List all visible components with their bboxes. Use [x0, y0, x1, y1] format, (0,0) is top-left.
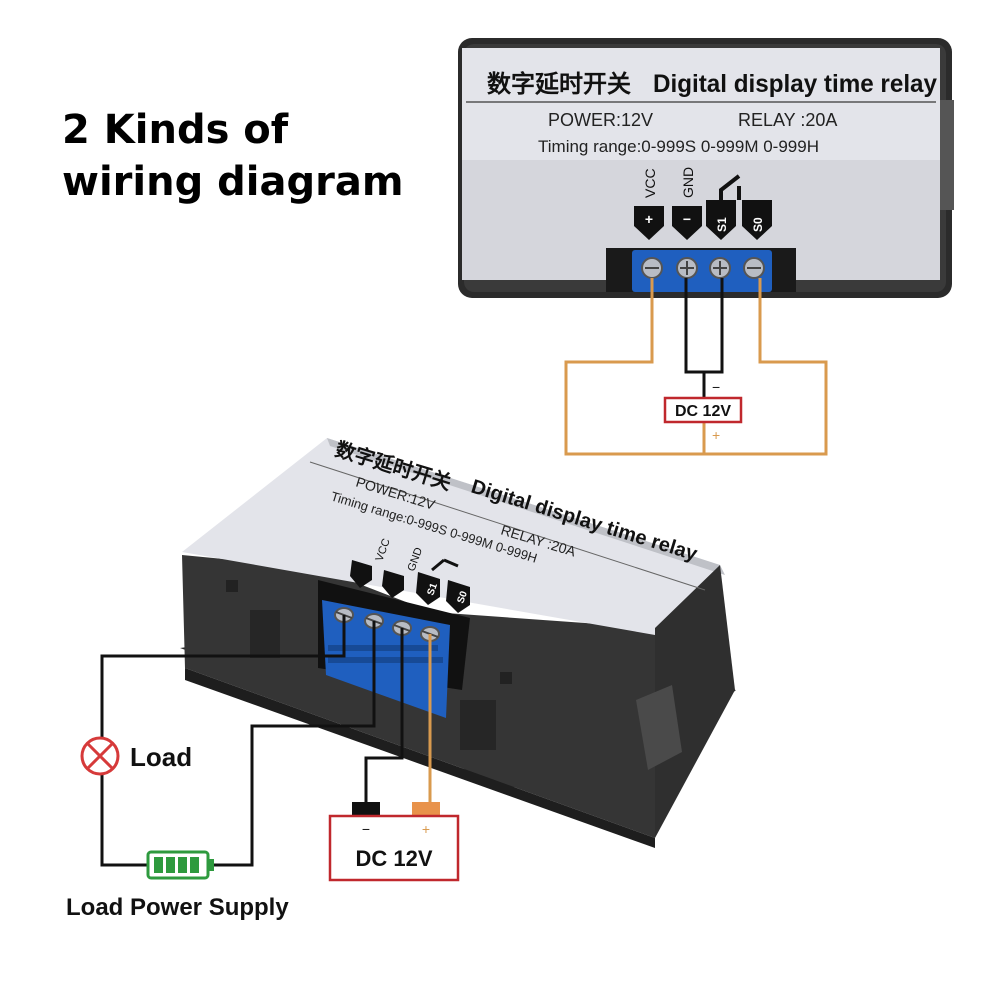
top-relay-spec: RELAY :20A: [738, 110, 837, 130]
top-pin-gnd-marker: [672, 206, 702, 240]
top-wiring: − + DC 12V: [564, 278, 828, 456]
load-power-supply-label: Load Power Supply: [66, 894, 289, 921]
supply-positive-terminal: [412, 802, 440, 816]
headline: 2 Kinds of wiring diagram: [62, 104, 442, 208]
top-supply-label: DC 12V: [675, 403, 731, 420]
bottom-module-side: [655, 565, 735, 838]
bottom-minus-sign: −: [362, 821, 370, 837]
top-pin-s1-marker: [706, 200, 736, 240]
bottom-pin-s0-label: S0: [455, 589, 470, 605]
top-pin-s0: S0: [742, 200, 772, 240]
svg-text:+: +: [645, 211, 653, 227]
bottom-wiring: Load Load Power Supply − + DC 12V: [66, 615, 460, 921]
bottom-vent-right: [460, 700, 496, 750]
top-power-spec: POWER:12V: [548, 110, 653, 130]
bottom-vent-left: [250, 610, 280, 658]
bottom-pin-s1-marker: [416, 572, 440, 605]
top-plus-sign: +: [712, 427, 720, 443]
top-terminal-block: [632, 250, 772, 292]
top-pin-s0-marker: [742, 200, 772, 240]
bottom-pin-vcc-marker: [350, 560, 372, 588]
bottom-supply-label: DC 12V: [355, 846, 432, 871]
svg-text:−: −: [683, 211, 691, 227]
load-label: Load: [130, 742, 192, 772]
top-supply-box: [663, 396, 743, 424]
headline-line-1: 2 Kinds of: [62, 107, 289, 153]
supply-negative-terminal: [352, 802, 380, 816]
top-pin-s1-label: S1: [715, 217, 729, 232]
top-pin-gnd-label: GND: [680, 167, 696, 198]
bottom-supply-box: [328, 814, 460, 882]
top-switch-symbol: [719, 174, 741, 200]
top-terminal-screws: [641, 257, 765, 279]
top-pin-s0-label: S0: [751, 217, 765, 232]
top-pin-vcc-label: VCC: [642, 168, 658, 198]
top-pin-gnd: − GND: [672, 167, 702, 240]
top-module: 数字延时开关 Digital display time relay POWER:…: [458, 38, 954, 298]
top-title-cn: 数字延时开关: [487, 70, 631, 98]
bottom-wire-load-loop-b: [214, 621, 376, 867]
bottom-wire-negative: [364, 628, 404, 806]
top-module-side-clip: [940, 100, 954, 210]
top-minus-sign: −: [712, 379, 720, 395]
bottom-pin-s1-label: S1: [425, 581, 440, 597]
top-pin-s1: S1: [706, 200, 736, 240]
battery-icon: [146, 850, 214, 880]
bottom-pin-s1: S1: [416, 572, 440, 605]
bottom-plus-sign: +: [422, 821, 430, 837]
bottom-pin-s0-marker: [446, 580, 470, 613]
bottom-pin-gnd-marker: [382, 570, 404, 598]
top-pin-vcc-marker: [634, 206, 664, 240]
top-wire-orange-loop: [564, 278, 828, 456]
bottom-module-label: [182, 438, 720, 635]
top-pin-vcc: + VCC: [634, 168, 664, 240]
load-lamp-icon: [80, 736, 120, 776]
bottom-wire-load-loop-a: [100, 615, 346, 867]
bottom-pin-s0: S0: [446, 580, 470, 613]
headline-line-2: wiring diagram: [62, 159, 404, 205]
bottom-module-clip: [636, 685, 682, 770]
bottom-module: 数字延时开关 Digital display time relay POWER:…: [180, 437, 736, 848]
top-timing-range: Timing range:0-999S 0-999M 0-999H: [538, 137, 819, 156]
top-title-en: Digital display time relay: [653, 70, 937, 98]
